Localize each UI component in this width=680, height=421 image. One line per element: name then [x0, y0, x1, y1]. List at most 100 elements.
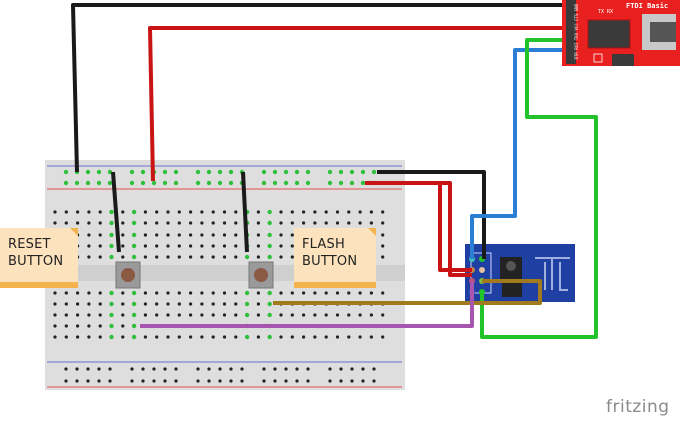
breadboard-hole[interactable] — [76, 291, 80, 295]
breadboard-hole[interactable] — [347, 313, 351, 317]
breadboard-hole[interactable] — [335, 221, 340, 225]
breadboard-hole[interactable] — [87, 210, 91, 214]
breadboard-hole[interactable] — [234, 255, 238, 259]
breadboard-hole[interactable] — [131, 209, 137, 215]
breadboard-hole[interactable] — [283, 169, 289, 175]
breadboard-hole[interactable] — [64, 335, 68, 339]
breadboard-hole[interactable] — [313, 210, 317, 214]
breadboard-hole[interactable] — [256, 233, 260, 237]
breadboard-hole[interactable] — [302, 221, 306, 225]
breadboard-hole[interactable] — [211, 335, 215, 339]
breadboard-hole[interactable] — [53, 335, 57, 339]
breadboard-hole[interactable] — [234, 313, 238, 317]
breadboard-hole[interactable] — [177, 210, 181, 214]
breadboard-hole[interactable] — [76, 210, 80, 214]
breadboard-hole[interactable] — [313, 335, 317, 339]
breadboard-hole[interactable] — [279, 244, 283, 248]
breadboard-hole[interactable] — [244, 290, 250, 296]
breadboard-hole[interactable] — [290, 210, 294, 214]
breadboard-hole[interactable] — [155, 210, 159, 214]
breadboard-hole[interactable] — [211, 210, 215, 214]
breadboard-hole[interactable] — [109, 323, 114, 329]
breadboard-hole[interactable] — [107, 180, 113, 186]
breadboard-hole[interactable] — [143, 313, 147, 317]
reset-pushbutton[interactable] — [115, 261, 141, 289]
wire-flash-gnd-jumper[interactable] — [241, 171, 249, 253]
breadboard-hole[interactable] — [347, 335, 351, 339]
breadboard-hole[interactable] — [211, 302, 215, 306]
breadboard-hole[interactable] — [256, 221, 260, 225]
breadboard-hole[interactable] — [166, 291, 170, 295]
breadboard-hole[interactable] — [267, 243, 272, 249]
breadboard-hole[interactable] — [121, 244, 125, 248]
breadboard-hole[interactable] — [272, 169, 278, 175]
breadboard-hole[interactable] — [53, 210, 57, 214]
breadboard-hole[interactable] — [189, 302, 193, 306]
breadboard-hole[interactable] — [140, 180, 146, 186]
breadboard-hole[interactable] — [244, 312, 250, 318]
breadboard-hole[interactable] — [313, 221, 317, 225]
breadboard-hole[interactable] — [324, 221, 328, 225]
breadboard-hole[interactable] — [143, 233, 147, 237]
breadboard-hole[interactable] — [87, 313, 91, 317]
breadboard-hole[interactable] — [211, 221, 215, 225]
breadboard-hole[interactable] — [98, 233, 102, 237]
breadboard-hole[interactable] — [218, 367, 222, 371]
breadboard-hole[interactable] — [87, 255, 91, 259]
breadboard-hole[interactable] — [228, 180, 234, 186]
breadboard-hole[interactable] — [143, 302, 147, 306]
breadboard-hole[interactable] — [166, 221, 170, 225]
breadboard-hole[interactable] — [109, 290, 114, 296]
breadboard-hole[interactable] — [200, 244, 204, 248]
breadboard-hole[interactable] — [217, 169, 223, 175]
breadboard-hole[interactable] — [324, 313, 328, 317]
breadboard-hole[interactable] — [131, 334, 137, 340]
breadboard-hole[interactable] — [152, 379, 156, 383]
breadboard-hole[interactable] — [85, 169, 91, 175]
breadboard-hole[interactable] — [166, 255, 170, 259]
breadboard-hole[interactable] — [109, 232, 114, 238]
breadboard-hole[interactable] — [177, 244, 181, 248]
note-flash-button[interactable]: FLASH BUTTON — [294, 228, 376, 288]
breadboard-hole[interactable] — [196, 379, 200, 383]
breadboard-hole[interactable] — [189, 291, 193, 295]
breadboard-hole[interactable] — [349, 180, 355, 186]
breadboard-hole[interactable] — [369, 210, 373, 214]
breadboard-hole[interactable] — [256, 244, 260, 248]
breadboard-hole[interactable] — [267, 312, 272, 318]
breadboard-hole[interactable] — [284, 367, 288, 371]
breadboard-hole[interactable] — [53, 324, 57, 328]
breadboard-hole[interactable] — [234, 335, 238, 339]
breadboard-hole[interactable] — [121, 324, 125, 328]
breadboard-hole[interactable] — [222, 244, 227, 248]
breadboard-hole[interactable] — [143, 210, 147, 214]
breadboard-hole[interactable] — [98, 302, 102, 306]
breadboard-hole[interactable] — [290, 291, 294, 295]
breadboard-hole[interactable] — [267, 209, 272, 215]
breadboard-hole[interactable] — [151, 180, 157, 186]
breadboard-hole[interactable] — [155, 335, 159, 339]
breadboard-hole[interactable] — [206, 180, 212, 186]
breadboard-hole[interactable] — [234, 244, 238, 248]
breadboard-hole[interactable] — [324, 335, 328, 339]
breadboard-hole[interactable] — [222, 291, 227, 295]
wire-vcc[interactable] — [148, 26, 562, 182]
breadboard-hole[interactable] — [244, 254, 250, 260]
breadboard-hole[interactable] — [207, 379, 211, 383]
breadboard-hole[interactable] — [305, 169, 311, 175]
breadboard-hole[interactable] — [267, 334, 272, 340]
breadboard-hole[interactable] — [109, 301, 114, 307]
breadboard-hole[interactable] — [130, 379, 134, 383]
breadboard-hole[interactable] — [155, 291, 159, 295]
breadboard-hole[interactable] — [64, 324, 68, 328]
breadboard-hole[interactable] — [87, 335, 91, 339]
breadboard-hole[interactable] — [141, 379, 145, 383]
breadboard-hole[interactable] — [200, 221, 204, 225]
breadboard-hole[interactable] — [109, 209, 114, 215]
breadboard-hole[interactable] — [350, 379, 354, 383]
breadboard-hole[interactable] — [372, 367, 376, 371]
breadboard-hole[interactable] — [195, 180, 201, 186]
breadboard-hole[interactable] — [86, 367, 90, 371]
breadboard-hole[interactable] — [75, 379, 79, 383]
breadboard-hole[interactable] — [131, 243, 137, 249]
